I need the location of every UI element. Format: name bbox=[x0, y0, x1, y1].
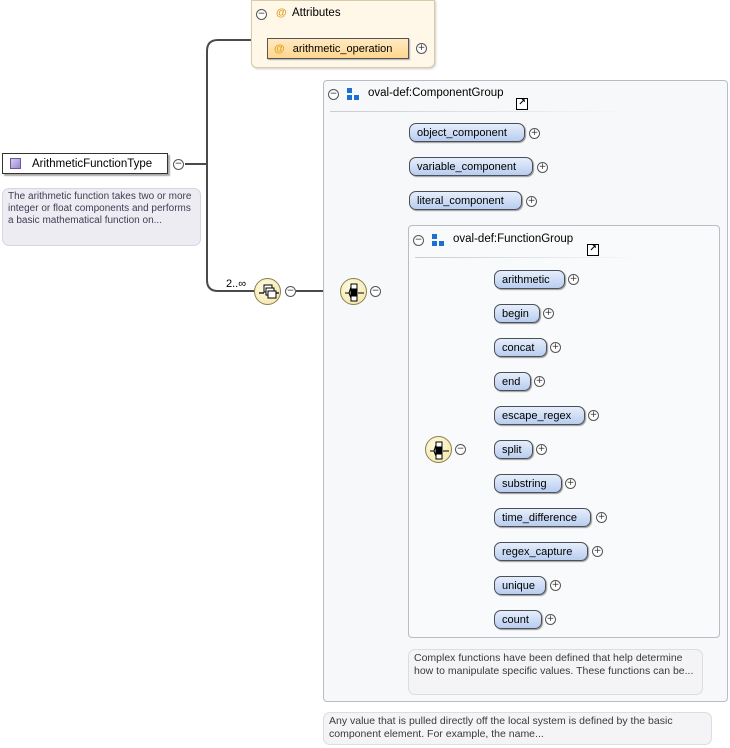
function-group-collapse-toggle[interactable]: − bbox=[413, 235, 424, 246]
attribute-marker-icon: @ bbox=[274, 42, 285, 55]
group-icon bbox=[347, 88, 359, 100]
count-expand-toggle[interactable]: + bbox=[545, 614, 556, 625]
component-group-annotation: Any value that is pulled directly off th… bbox=[323, 712, 712, 745]
function-group-title[interactable]: oval-def:FunctionGroup bbox=[453, 233, 574, 245]
element-unique[interactable]: unique bbox=[494, 576, 546, 595]
element-end[interactable]: end bbox=[494, 372, 531, 391]
component-group-title[interactable]: oval-def:ComponentGroup bbox=[368, 87, 504, 99]
attribute-expand-toggle[interactable]: + bbox=[416, 43, 427, 54]
element-literal-component[interactable]: literal_component bbox=[409, 191, 522, 210]
component-choice-collapse-toggle[interactable]: − bbox=[370, 286, 381, 297]
element-begin[interactable]: begin bbox=[494, 304, 540, 323]
function-group-panel bbox=[408, 225, 720, 638]
literal-component-expand-toggle[interactable]: + bbox=[526, 196, 537, 207]
escape-regex-expand-toggle[interactable]: + bbox=[588, 410, 599, 421]
end-expand-toggle[interactable]: + bbox=[534, 376, 545, 387]
complex-type-icon bbox=[10, 158, 21, 169]
regex-capture-expand-toggle[interactable]: + bbox=[592, 546, 603, 557]
sequence-collapse-toggle[interactable]: − bbox=[285, 286, 296, 297]
element-concat[interactable]: concat bbox=[494, 338, 547, 357]
choice-icon bbox=[345, 283, 364, 302]
sequence-cardinality: 2..∞ bbox=[226, 278, 247, 290]
element-substring[interactable]: substring bbox=[494, 474, 562, 493]
component-group-divider bbox=[330, 111, 630, 112]
time-difference-expand-toggle[interactable]: + bbox=[596, 512, 607, 523]
function-group-annotation: Complex functions have been defined that… bbox=[408, 649, 703, 695]
arithmetic-expand-toggle[interactable]: + bbox=[568, 274, 579, 285]
element-count[interactable]: count bbox=[494, 610, 542, 629]
root-annotation: The arithmetic function takes two or mor… bbox=[2, 188, 201, 246]
begin-expand-toggle[interactable]: + bbox=[543, 308, 554, 319]
element-escape-regex[interactable]: escape_regex bbox=[494, 406, 585, 425]
element-regex-capture[interactable]: regex_capture bbox=[494, 542, 588, 561]
attributes-title: Attributes bbox=[292, 7, 341, 19]
object-component-expand-toggle[interactable]: + bbox=[529, 128, 540, 139]
attribute-marker-icon: @ bbox=[276, 7, 287, 19]
element-object-component[interactable]: object_component bbox=[409, 123, 525, 142]
attributes-panel: − @ Attributes @ arithmetic_operation + bbox=[251, 0, 435, 68]
root-element-label: ArithmeticFunctionType bbox=[32, 157, 153, 170]
unique-expand-toggle[interactable]: + bbox=[550, 580, 561, 591]
root-collapse-toggle[interactable]: − bbox=[173, 159, 184, 170]
external-link-icon[interactable]: ↗ bbox=[587, 244, 599, 256]
element-arithmetic[interactable]: arithmetic bbox=[494, 270, 565, 289]
choice-icon bbox=[430, 441, 449, 460]
external-link-icon[interactable]: ↗ bbox=[516, 98, 528, 110]
substring-expand-toggle[interactable]: + bbox=[565, 478, 576, 489]
attributes-collapse-toggle[interactable]: − bbox=[256, 9, 267, 20]
group-icon bbox=[432, 234, 444, 246]
split-expand-toggle[interactable]: + bbox=[536, 444, 547, 455]
component-group-collapse-toggle[interactable]: − bbox=[328, 89, 339, 100]
element-time-difference[interactable]: time_difference bbox=[494, 508, 591, 527]
concat-expand-toggle[interactable]: + bbox=[550, 342, 561, 353]
variable-component-expand-toggle[interactable]: + bbox=[537, 162, 548, 173]
function-group-divider bbox=[415, 257, 645, 258]
element-variable-component[interactable]: variable_component bbox=[409, 157, 533, 176]
element-split[interactable]: split bbox=[494, 440, 533, 459]
function-choice-collapse-toggle[interactable]: − bbox=[455, 444, 466, 455]
component-choice-compositor[interactable] bbox=[340, 278, 367, 305]
root-element[interactable]: ArithmeticFunctionType bbox=[2, 153, 168, 174]
function-choice-compositor[interactable] bbox=[425, 436, 452, 463]
attribute-arithmetic-operation[interactable]: @ arithmetic_operation bbox=[267, 38, 409, 59]
sequence-icon bbox=[259, 284, 279, 299]
sequence-compositor[interactable] bbox=[254, 278, 281, 305]
attribute-label: arithmetic_operation bbox=[292, 42, 393, 55]
